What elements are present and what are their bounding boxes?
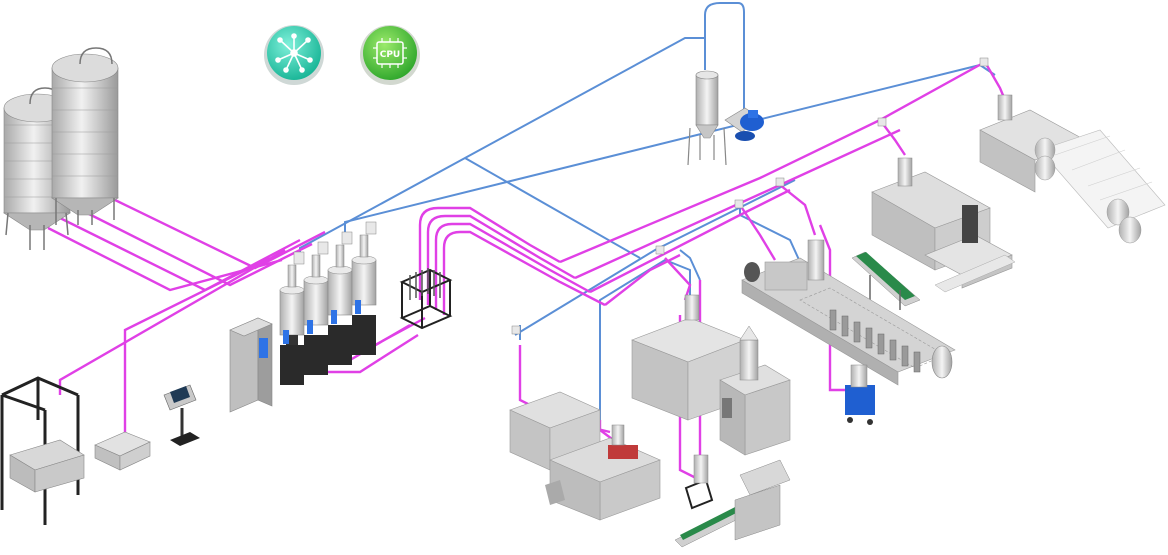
pipe-extrusion-line (741, 239, 956, 386)
vacuum-loader-receivers (293, 57, 989, 335)
storage-silo-right (50, 47, 120, 225)
control-cabinet (229, 317, 273, 413)
bulk-bag-unloader (0, 376, 85, 525)
hmi-terminal[interactable] (163, 384, 200, 446)
cpu-badge[interactable]: CPU (360, 25, 420, 85)
hopper-dryer (279, 264, 305, 385)
hopper-dryer (351, 234, 377, 355)
hopper-dryer (303, 254, 329, 375)
cpu-chip-icon (373, 38, 407, 68)
hopper-dryer (327, 244, 353, 365)
compounding-machine (871, 157, 1016, 293)
inclined-conveyor-upper (851, 251, 921, 310)
network-badge[interactable] (264, 25, 324, 85)
injection-molding-machine-middle (631, 294, 791, 456)
vacuum-pump (724, 107, 764, 141)
mobile-dryer-unit (845, 364, 875, 425)
film-winder (979, 94, 1166, 244)
injection-molding-machine-front (509, 391, 661, 521)
feed-hopper-box (94, 431, 151, 471)
cpu-badge-label: CPU (380, 50, 401, 60)
inclined-conveyor-lower (674, 454, 791, 548)
network-icon (275, 33, 313, 73)
central-vacuum-filter (687, 70, 727, 166)
material-distribution-manifold (399, 268, 453, 330)
hopper-dryer-bank (279, 234, 377, 385)
